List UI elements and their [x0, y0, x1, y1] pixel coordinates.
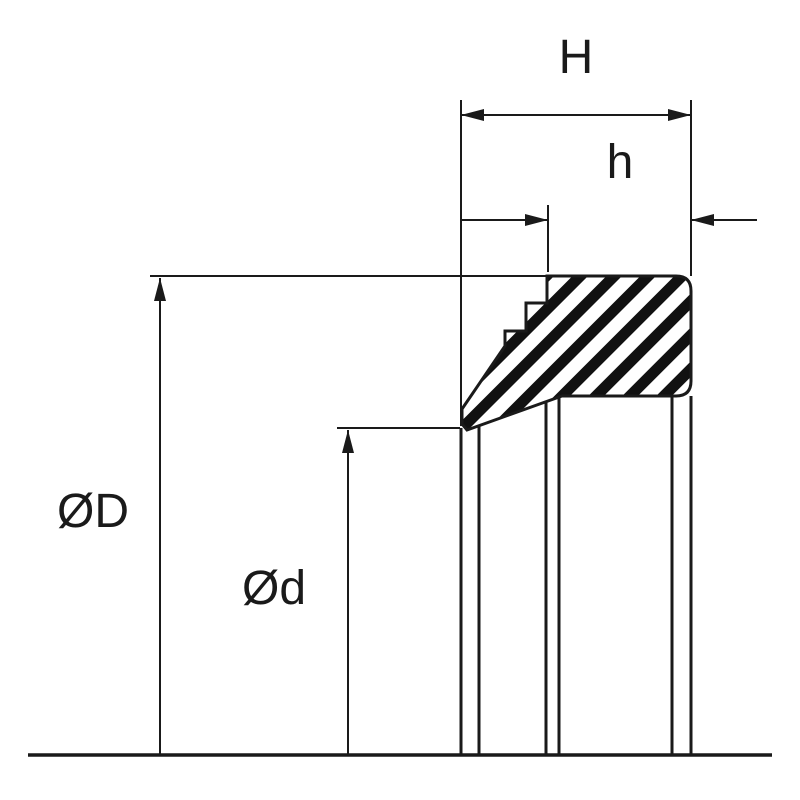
part-lines [28, 396, 772, 757]
arrowheads [154, 109, 714, 453]
h-total-arrow-left-icon [461, 109, 484, 121]
h-body-arrow-left-icon [525, 214, 548, 226]
body-width-label: h [607, 136, 634, 189]
dimension-labels: H h ØD Ød [57, 31, 633, 615]
outer-diameter-arrow-icon [154, 278, 166, 301]
h-total-arrow-right-icon [668, 109, 691, 121]
seal-cross-section-body [460, 274, 693, 432]
outer-diameter-label: ØD [57, 485, 129, 538]
h-body-arrow-right-icon [691, 214, 714, 226]
total-width-label: H [559, 31, 594, 84]
inner-diameter-label: Ød [242, 562, 306, 615]
dimension-lines [150, 100, 757, 755]
inner-diameter-arrow-icon [342, 430, 354, 453]
